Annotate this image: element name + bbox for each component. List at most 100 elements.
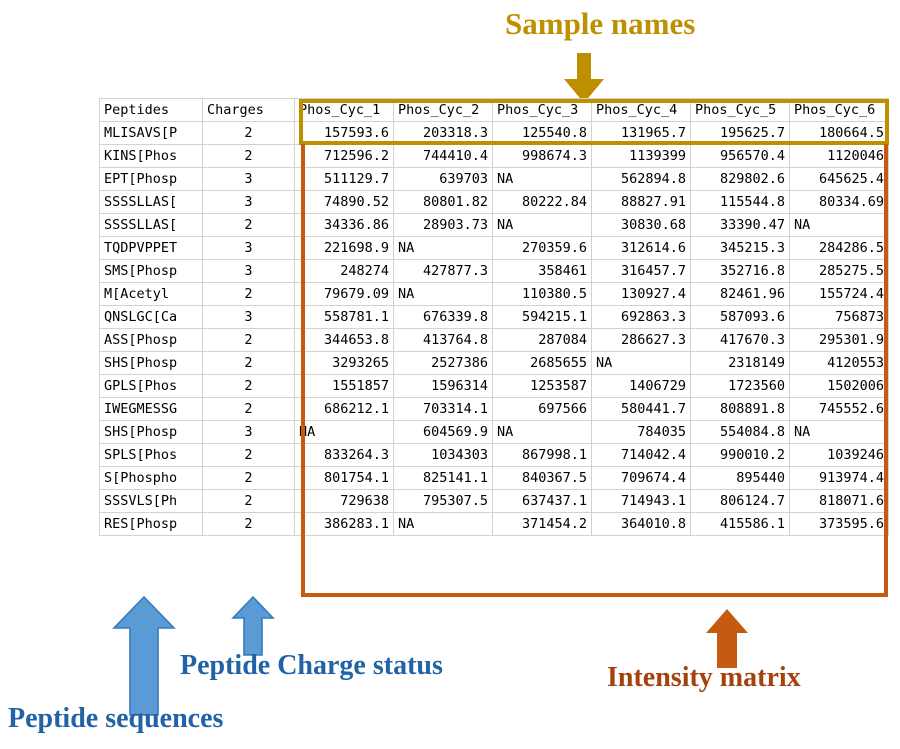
cell-intensity[interactable]: 286627.3 — [591, 328, 691, 352]
cell-intensity[interactable]: 795307.5 — [393, 489, 493, 513]
cell-intensity[interactable]: NA — [591, 351, 691, 375]
cell-intensity[interactable]: NA — [789, 420, 889, 444]
cell-intensity[interactable]: 867998.1 — [492, 443, 592, 467]
cell-intensity[interactable]: 2685655 — [492, 351, 592, 375]
cell-intensity[interactable]: NA — [492, 213, 592, 237]
cell-intensity[interactable]: 415586.1 — [690, 512, 790, 536]
cell-peptide[interactable]: QNSLGC[Ca — [99, 305, 203, 329]
cell-charge[interactable]: 3 — [202, 305, 295, 329]
cell-intensity[interactable]: 744410.4 — [393, 144, 493, 168]
cell-intensity[interactable]: 82461.96 — [690, 282, 790, 306]
cell-charge[interactable]: 2 — [202, 374, 295, 398]
cell-intensity[interactable]: 131965.7 — [591, 121, 691, 145]
cell-intensity[interactable]: 79679.09 — [294, 282, 394, 306]
cell-intensity[interactable]: 287084 — [492, 328, 592, 352]
cell-intensity[interactable]: 316457.7 — [591, 259, 691, 283]
cell-intensity[interactable]: 115544.8 — [690, 190, 790, 214]
cell-peptide[interactable]: S[Phospho — [99, 466, 203, 490]
column-header-charges[interactable]: Charges — [202, 98, 295, 122]
cell-intensity[interactable]: 1596314 — [393, 374, 493, 398]
cell-intensity[interactable]: 808891.8 — [690, 397, 790, 421]
cell-charge[interactable]: 3 — [202, 236, 295, 260]
cell-intensity[interactable]: NA — [789, 213, 889, 237]
cell-intensity[interactable]: 195625.7 — [690, 121, 790, 145]
cell-peptide[interactable]: SMS[Phosp — [99, 259, 203, 283]
cell-intensity[interactable]: 284286.5 — [789, 236, 889, 260]
cell-peptide[interactable]: ASS[Phosp — [99, 328, 203, 352]
cell-intensity[interactable]: NA — [294, 420, 394, 444]
column-header-sample-2[interactable]: Phos_Cyc_2 — [393, 98, 493, 122]
cell-charge[interactable]: 2 — [202, 466, 295, 490]
cell-intensity[interactable]: 913974.4 — [789, 466, 889, 490]
cell-peptide[interactable]: M[Acetyl — [99, 282, 203, 306]
cell-intensity[interactable]: 80222.84 — [492, 190, 592, 214]
cell-intensity[interactable]: 1139399 — [591, 144, 691, 168]
cell-intensity[interactable]: 4120553 — [789, 351, 889, 375]
cell-intensity[interactable]: 80801.82 — [393, 190, 493, 214]
cell-intensity[interactable]: 74890.52 — [294, 190, 394, 214]
cell-intensity[interactable]: 703314.1 — [393, 397, 493, 421]
cell-intensity[interactable]: 1502006 — [789, 374, 889, 398]
cell-intensity[interactable]: 88827.91 — [591, 190, 691, 214]
cell-intensity[interactable]: 248274 — [294, 259, 394, 283]
cell-intensity[interactable]: 558781.1 — [294, 305, 394, 329]
cell-peptide[interactable]: EPT[Phosp — [99, 167, 203, 191]
cell-intensity[interactable]: 840367.5 — [492, 466, 592, 490]
cell-intensity[interactable]: NA — [393, 512, 493, 536]
cell-intensity[interactable]: 825141.1 — [393, 466, 493, 490]
cell-peptide[interactable]: IWEGMESSG — [99, 397, 203, 421]
cell-intensity[interactable]: 427877.3 — [393, 259, 493, 283]
column-header-sample-3[interactable]: Phos_Cyc_3 — [492, 98, 592, 122]
cell-intensity[interactable]: 990010.2 — [690, 443, 790, 467]
cell-intensity[interactable]: 2318149 — [690, 351, 790, 375]
cell-intensity[interactable]: 1034303 — [393, 443, 493, 467]
cell-intensity[interactable]: 373595.6 — [789, 512, 889, 536]
cell-intensity[interactable]: 676339.8 — [393, 305, 493, 329]
cell-intensity[interactable]: 745552.6 — [789, 397, 889, 421]
cell-charge[interactable]: 2 — [202, 351, 295, 375]
cell-intensity[interactable]: 1120046 — [789, 144, 889, 168]
cell-intensity[interactable]: 806124.7 — [690, 489, 790, 513]
cell-charge[interactable]: 3 — [202, 420, 295, 444]
cell-intensity[interactable]: 511129.7 — [294, 167, 394, 191]
cell-peptide[interactable]: SHS[Phosp — [99, 351, 203, 375]
cell-charge[interactable]: 3 — [202, 259, 295, 283]
cell-intensity[interactable]: 80334.69 — [789, 190, 889, 214]
cell-charge[interactable]: 2 — [202, 489, 295, 513]
cell-intensity[interactable]: 801754.1 — [294, 466, 394, 490]
cell-charge[interactable]: 2 — [202, 213, 295, 237]
cell-intensity[interactable]: 818071.6 — [789, 489, 889, 513]
cell-intensity[interactable]: 895440 — [690, 466, 790, 490]
cell-peptide[interactable]: SSSVLS[Ph — [99, 489, 203, 513]
cell-intensity[interactable]: 645625.4 — [789, 167, 889, 191]
cell-intensity[interactable]: 30830.68 — [591, 213, 691, 237]
cell-intensity[interactable]: 34336.86 — [294, 213, 394, 237]
column-header-peptides[interactable]: Peptides — [99, 98, 203, 122]
cell-intensity[interactable]: 270359.6 — [492, 236, 592, 260]
column-header-sample-4[interactable]: Phos_Cyc_4 — [591, 98, 691, 122]
cell-intensity[interactable]: 692863.3 — [591, 305, 691, 329]
cell-intensity[interactable]: 712596.2 — [294, 144, 394, 168]
cell-intensity[interactable]: 1253587 — [492, 374, 592, 398]
cell-intensity[interactable]: 33390.47 — [690, 213, 790, 237]
cell-charge[interactable]: 2 — [202, 282, 295, 306]
cell-peptide[interactable]: KINS[Phos — [99, 144, 203, 168]
cell-intensity[interactable]: 714042.4 — [591, 443, 691, 467]
cell-intensity[interactable]: 1551857 — [294, 374, 394, 398]
cell-intensity[interactable]: 709674.4 — [591, 466, 691, 490]
cell-intensity[interactable]: 697566 — [492, 397, 592, 421]
cell-intensity[interactable]: 580441.7 — [591, 397, 691, 421]
cell-intensity[interactable]: NA — [393, 282, 493, 306]
